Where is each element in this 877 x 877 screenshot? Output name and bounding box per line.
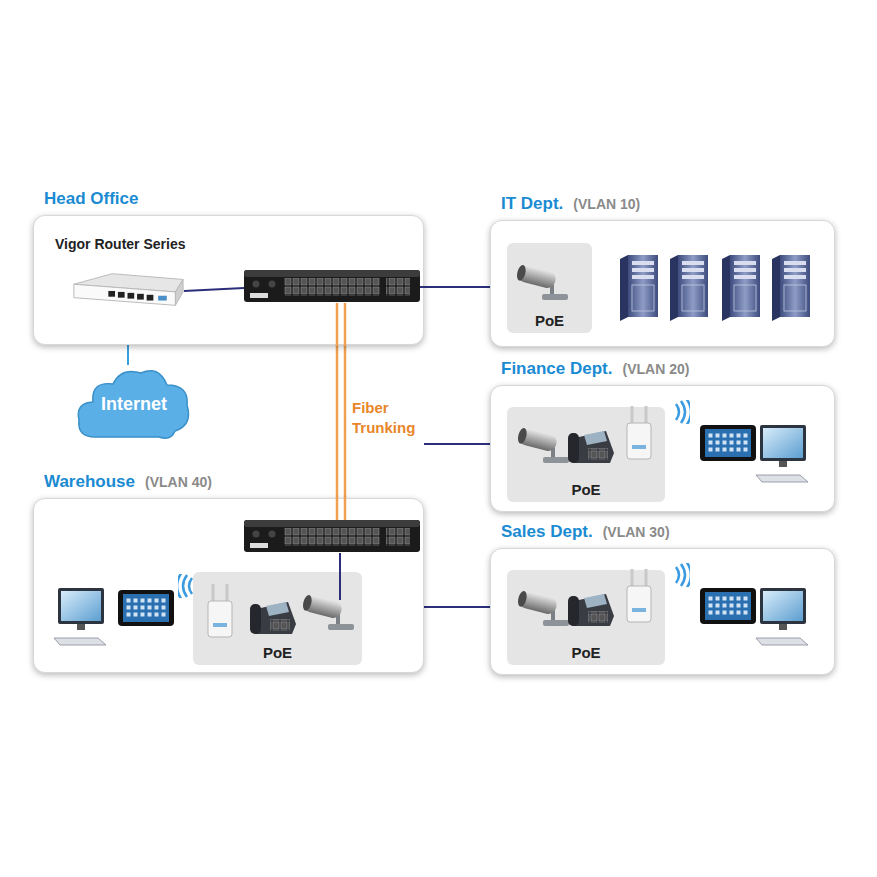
poe-label: PoE bbox=[263, 644, 292, 661]
group-panel: Head OfficeVigor Router Series bbox=[33, 215, 424, 345]
connector bbox=[424, 444, 490, 445]
camera-icon bbox=[516, 590, 569, 626]
panel-heading: Finance Dept. (VLAN 20) bbox=[501, 359, 844, 379]
vlan-label: (VLAN 40) bbox=[145, 474, 212, 490]
switch-wire bbox=[420, 286, 425, 288]
internet-cloud: Internet bbox=[75, 365, 193, 443]
poe-label: PoE bbox=[535, 312, 564, 329]
server-icon bbox=[670, 255, 708, 321]
poe-box: PoE bbox=[193, 572, 362, 665]
fiber-stub bbox=[336, 497, 339, 520]
poe-box: PoE bbox=[507, 243, 592, 333]
wifi-waves bbox=[177, 572, 192, 600]
poe-box: PoE bbox=[507, 407, 665, 502]
cloud-label: Internet bbox=[101, 394, 167, 415]
wifi-waves bbox=[676, 561, 691, 589]
camera-wire bbox=[339, 553, 341, 600]
router-icon bbox=[74, 274, 183, 306]
connector-line bbox=[344, 345, 347, 498]
vlan-label: (VLAN 10) bbox=[573, 196, 640, 212]
access-point-icon bbox=[208, 584, 232, 637]
fiber-stub bbox=[344, 303, 347, 346]
connector-line bbox=[336, 345, 339, 498]
tablet-icon bbox=[700, 425, 756, 461]
fiber-stub bbox=[344, 497, 347, 520]
tablet-icon bbox=[118, 590, 174, 626]
poe-label: PoE bbox=[571, 644, 600, 661]
access-point-icon bbox=[627, 569, 651, 622]
connector bbox=[424, 607, 490, 608]
server-icon bbox=[620, 255, 658, 321]
panel-heading: Sales Dept. (VLAN 30) bbox=[501, 522, 844, 542]
vlan-label: (VLAN 20) bbox=[622, 361, 689, 377]
camera-icon bbox=[516, 427, 569, 463]
group-title: Finance Dept. bbox=[501, 359, 612, 379]
group-title: Sales Dept. bbox=[501, 522, 593, 542]
device-label: Vigor Router Series bbox=[50, 232, 190, 256]
camera-icon bbox=[515, 264, 568, 300]
connector-line bbox=[424, 606, 490, 608]
wifi-waves bbox=[676, 398, 691, 426]
router-wire bbox=[184, 288, 244, 291]
phone-icon bbox=[568, 431, 614, 463]
server-icon bbox=[722, 255, 760, 321]
phone-icon bbox=[568, 594, 614, 626]
panel-heading: IT Dept. (VLAN 10) bbox=[501, 194, 844, 214]
fiber-stub bbox=[336, 303, 339, 346]
connector bbox=[337, 345, 345, 498]
group-title: Head Office bbox=[44, 189, 138, 209]
switch-icon bbox=[244, 520, 420, 552]
panel-heading: Warehouse (VLAN 40) bbox=[44, 472, 433, 492]
group-title: IT Dept. bbox=[501, 194, 563, 214]
switch-icon bbox=[244, 270, 420, 302]
connector-line bbox=[424, 443, 490, 445]
monitor-icon bbox=[54, 588, 106, 645]
group-panel: Sales Dept.(VLAN 30)PoE bbox=[490, 548, 835, 675]
phone-icon bbox=[250, 602, 296, 634]
group-panel: IT Dept.(VLAN 10)PoE bbox=[490, 220, 835, 347]
monitor-icon bbox=[756, 425, 808, 482]
server-icon bbox=[772, 255, 810, 321]
router-node: Vigor Router Series bbox=[50, 232, 230, 312]
poe-label: PoE bbox=[571, 481, 600, 498]
group-title: Warehouse bbox=[44, 472, 135, 492]
connector-label-box: Fiber Trunking bbox=[352, 398, 424, 437]
vlan-label: (VLAN 30) bbox=[603, 524, 670, 540]
group-panel: Finance Dept.(VLAN 20)PoE bbox=[490, 385, 835, 512]
connector-line bbox=[424, 286, 490, 288]
tablet-icon bbox=[700, 588, 756, 624]
access-point-icon bbox=[627, 406, 651, 459]
camera-icon bbox=[301, 594, 354, 630]
group-panel: Warehouse(VLAN 40)PoE bbox=[33, 498, 424, 673]
connector bbox=[424, 287, 490, 288]
poe-box: PoE bbox=[507, 570, 665, 665]
connector-label: Fiber Trunking bbox=[352, 399, 415, 436]
panel-heading: Head Office bbox=[44, 189, 433, 209]
monitor-icon bbox=[756, 588, 808, 645]
